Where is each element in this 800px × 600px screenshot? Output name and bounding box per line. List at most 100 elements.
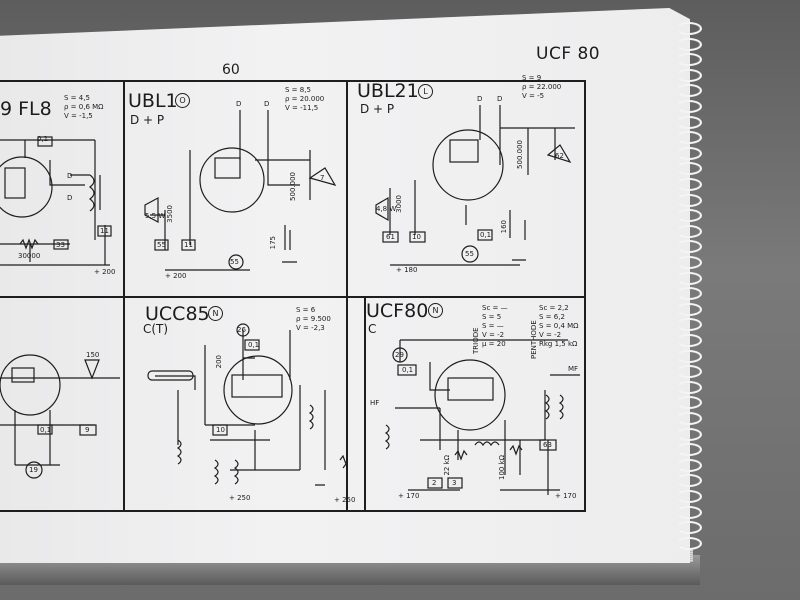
spiral-coil bbox=[676, 380, 702, 394]
label-ucf80-1: 0,1 bbox=[402, 366, 414, 374]
label-ubl1-10: + 200 bbox=[165, 272, 187, 280]
label-ubl1-3: 3500 bbox=[166, 205, 174, 223]
label-9fl8-2: D bbox=[67, 194, 73, 202]
spiral-coil bbox=[676, 412, 702, 425]
label-9fl8-0: 0,1 bbox=[37, 135, 49, 143]
spiral-coil bbox=[676, 224, 702, 238]
grid-divider-v1 bbox=[123, 80, 125, 510]
subtitle-ucc85: C(T) bbox=[143, 322, 169, 336]
label-ubl21-2: 4,8 W bbox=[376, 205, 397, 213]
label-9fl8-6: + 200 bbox=[94, 268, 116, 276]
label-ubl21-5: 160 bbox=[500, 220, 508, 234]
spiral-coil bbox=[676, 68, 702, 82]
label-ubl1-8: 55 bbox=[230, 258, 239, 266]
spiral-coil bbox=[676, 53, 702, 67]
schematic-ubl21 bbox=[375, 105, 575, 266]
spiral-coil bbox=[676, 505, 702, 519]
label-ubl1-0: D bbox=[236, 100, 242, 108]
spiral-coil bbox=[676, 521, 702, 535]
spiral-coil bbox=[676, 209, 702, 223]
label-ucc85-1: 0,1 bbox=[248, 341, 260, 349]
label-ucf80-10: + 170 bbox=[555, 492, 577, 500]
label-ucf80-4: 22 kΩ bbox=[443, 455, 451, 476]
spiral-coil bbox=[676, 334, 702, 347]
label-ucc85-3: 10 bbox=[216, 426, 225, 434]
spiral-coil bbox=[676, 536, 702, 550]
label-ucf80-8: 3 bbox=[452, 479, 457, 487]
spiral-coil bbox=[676, 146, 702, 160]
label-ucf80-5: 100 kΩ bbox=[498, 455, 506, 480]
label-ubl21-1: D bbox=[497, 95, 503, 103]
schematic-ubl1 bbox=[144, 110, 337, 271]
grid-divider-v2 bbox=[346, 80, 348, 510]
label-9fl8-5: 30000 bbox=[18, 252, 41, 260]
label-ubl1-6: 55 bbox=[157, 241, 166, 249]
spiral-coil bbox=[676, 458, 702, 472]
spiral-coil bbox=[676, 22, 702, 35]
tube-name-ubl1: UBL1 bbox=[128, 90, 178, 112]
subtitle-ubl1: D + P bbox=[130, 113, 165, 127]
label-ucc85-5: + 250 bbox=[334, 496, 356, 504]
label-ubl1-4: 500.000 bbox=[289, 172, 297, 201]
spiral-coil bbox=[676, 193, 702, 207]
spiral-coil bbox=[676, 365, 702, 379]
spiral-coil bbox=[676, 349, 702, 363]
label-ubl21-0: D bbox=[477, 95, 483, 103]
spiral-coil bbox=[676, 178, 702, 191]
spiral-coil bbox=[676, 287, 702, 301]
schematic-9fl8 bbox=[0, 136, 112, 266]
base-badge-ubl21: L bbox=[418, 84, 433, 99]
label-lb-3: 19 bbox=[29, 466, 38, 474]
label-ucc85-4: + 250 bbox=[229, 494, 251, 502]
label-ubl1-1: D bbox=[264, 100, 270, 108]
label-ubl1-9: 7 bbox=[320, 174, 325, 182]
label-ubl1-5: 175 bbox=[269, 236, 277, 250]
label-lb-1: 0,1 bbox=[40, 426, 52, 434]
spiral-coil bbox=[676, 131, 702, 145]
label-9fl8-3: 11 bbox=[100, 227, 109, 235]
spiral-coil bbox=[676, 302, 702, 316]
schematic-ucf80 bbox=[384, 339, 580, 495]
label-ucf80-7: 2 bbox=[432, 479, 437, 487]
tube-name-ucc85: UCC85 bbox=[145, 303, 210, 325]
label-ubl21-8: 0,1 bbox=[480, 231, 492, 239]
label-9fl8-4: 33 bbox=[56, 241, 65, 249]
label-ubl21-4: 500.000 bbox=[516, 140, 524, 169]
spiral-coil bbox=[676, 490, 702, 503]
spiral-coil bbox=[676, 443, 702, 457]
book-page bbox=[0, 8, 690, 563]
spiral-coil bbox=[676, 474, 702, 488]
label-9fl8-1: D bbox=[67, 172, 73, 180]
subtitle-ubl21: D + P bbox=[360, 102, 395, 116]
grid-divider-h bbox=[0, 296, 586, 298]
label-ubl21-7: 10 bbox=[412, 233, 421, 241]
label-lb-2: 9 bbox=[85, 426, 90, 434]
label-ubl21-10: 62 bbox=[555, 152, 564, 160]
spiral-coil bbox=[676, 240, 702, 254]
spiral-coil bbox=[676, 115, 702, 129]
label-ucc85-0: 26 bbox=[237, 326, 246, 334]
schematic-ucc85 bbox=[147, 323, 347, 486]
spiral-coil bbox=[676, 256, 702, 269]
base-badge-ucc85: N bbox=[208, 306, 223, 321]
label-ucc85-2: 200 bbox=[215, 355, 223, 369]
label-ucf80-3: MF bbox=[568, 365, 579, 373]
spiral-coil bbox=[676, 162, 702, 176]
spiral-coil bbox=[676, 396, 702, 410]
spiral-coil bbox=[676, 318, 702, 332]
spiral-coil bbox=[676, 427, 702, 441]
label-ubl21-9: 55 bbox=[465, 250, 474, 258]
tube-name-ubl21: UBL21 bbox=[357, 80, 419, 102]
label-ubl21-3: 3000 bbox=[395, 195, 403, 213]
spiral-coil bbox=[676, 271, 702, 285]
schematic-left-bottom bbox=[0, 354, 120, 479]
label-ucf80-6: 63 bbox=[543, 441, 552, 449]
